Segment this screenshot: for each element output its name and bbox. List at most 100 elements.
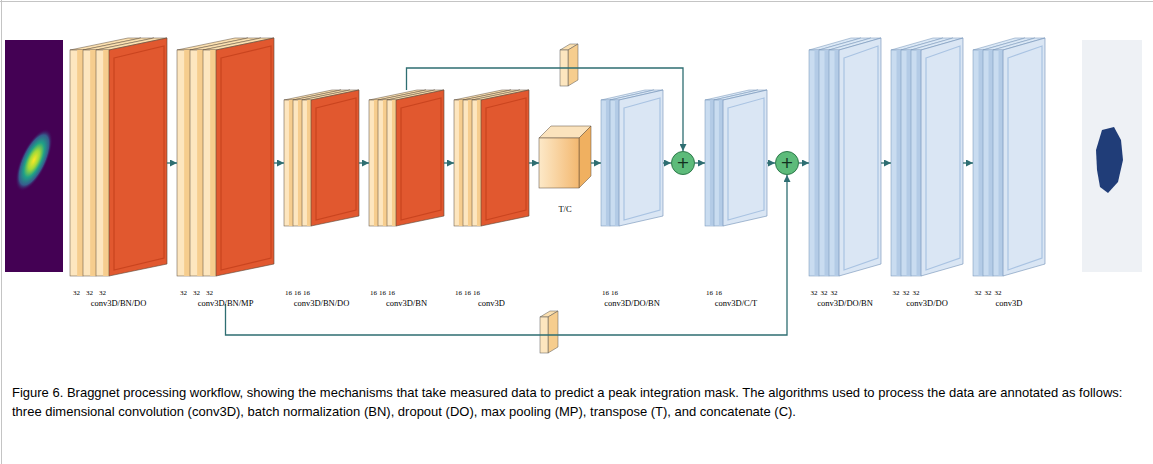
slab-inner-rim xyxy=(114,46,164,270)
slab-front xyxy=(302,100,311,226)
text-slot: 32 xyxy=(80,281,100,299)
layer-size: 32 xyxy=(975,289,982,297)
layer-size: 16 xyxy=(464,289,471,297)
slab-front xyxy=(829,50,839,276)
slab-inner-rim xyxy=(316,98,356,220)
frame-line xyxy=(1,0,2,464)
layer-node: 323232conv3D/BN/DO xyxy=(70,38,167,304)
layer-size: 32 xyxy=(821,289,828,297)
slab-front xyxy=(454,100,463,226)
slab-front xyxy=(96,50,109,276)
layer-size: 32 xyxy=(995,289,1002,297)
layer-size: 32 xyxy=(73,289,80,297)
layer-size: 16 xyxy=(303,289,310,297)
output-mask xyxy=(1082,40,1142,272)
slab-front xyxy=(463,100,472,226)
skip-tensor xyxy=(560,44,578,86)
slab-stripe xyxy=(210,50,216,276)
layer-block xyxy=(973,38,1045,276)
slab-front xyxy=(601,100,610,226)
flow-arrow xyxy=(799,162,809,163)
slab-side xyxy=(921,38,963,276)
slab-stripe xyxy=(710,100,714,226)
slab-front xyxy=(819,50,829,276)
figure-caption: Figure 6. Braggnet processing workflow, … xyxy=(12,383,1140,421)
slab-front xyxy=(369,100,378,226)
layer-size: 32 xyxy=(180,289,187,297)
slab-side xyxy=(619,90,663,226)
layer-block xyxy=(177,38,274,276)
slab-stripe xyxy=(615,100,619,226)
text-slot: conv3D/C/T xyxy=(705,292,767,310)
text-slot: conv3D/BN/DO xyxy=(70,292,167,310)
flow-arrow xyxy=(444,162,454,163)
slab-stripe xyxy=(468,100,472,226)
slab-stripe xyxy=(815,50,820,276)
frame-line xyxy=(0,1,1153,2)
flow-arrow xyxy=(529,162,539,163)
slab-stripe xyxy=(719,100,723,226)
slab-side xyxy=(723,90,767,226)
layer-size: 16 xyxy=(379,289,386,297)
operation-label: conv3D/DO/BN xyxy=(817,298,873,308)
slab-front xyxy=(714,100,723,226)
operation-label: conv3D xyxy=(478,298,505,308)
operation-label: T/C xyxy=(558,204,571,214)
slab-stripe xyxy=(897,50,902,276)
layer-size: 32 xyxy=(206,289,213,297)
layer-node: 1616conv3D/DO/BN xyxy=(601,90,663,304)
slab-stripe xyxy=(383,100,387,226)
slab-front xyxy=(891,50,901,276)
layer-size: 32 xyxy=(193,289,200,297)
slab-stripe xyxy=(989,50,994,276)
layer-size: 16 xyxy=(706,289,713,297)
layer-node: 161616conv3D xyxy=(454,90,529,304)
slab-stripe xyxy=(825,50,830,276)
layer-size: 16 xyxy=(294,289,301,297)
flow-arrow xyxy=(963,162,973,163)
text-slot: conv3D/DO/BN xyxy=(601,292,663,310)
flow-arrow xyxy=(591,162,601,163)
layer-blocks xyxy=(70,38,1045,276)
layer-block xyxy=(284,90,359,226)
slab-front xyxy=(911,50,921,276)
slab-front xyxy=(973,50,983,276)
layer-block xyxy=(809,38,881,276)
slab-front xyxy=(83,50,96,276)
layer-node: 323232conv3D/DO/BN xyxy=(809,38,881,304)
slab-inner-rim xyxy=(728,98,764,220)
layer-node: 323232conv3D xyxy=(973,38,1045,304)
layer-block xyxy=(70,38,167,276)
layer-size: 16 xyxy=(285,289,292,297)
text-slot: conv3D xyxy=(973,292,1045,310)
flow-arrow xyxy=(226,175,788,335)
slab-stripe xyxy=(907,50,912,276)
layer-block xyxy=(369,90,444,226)
slab-front xyxy=(610,100,619,226)
layer-block xyxy=(601,90,663,226)
slab-front xyxy=(284,100,293,226)
slab-front xyxy=(705,100,714,226)
transpose-cube xyxy=(539,126,591,188)
slab-side xyxy=(839,38,881,276)
slab-stripe xyxy=(374,100,378,226)
sum-node: + xyxy=(775,151,799,175)
caption-text: Figure 6. Braggnet processing workflow, … xyxy=(12,385,1122,419)
skip-tensor xyxy=(540,311,558,353)
layer-size: 16 xyxy=(611,289,618,297)
text-slot: 32 xyxy=(67,281,87,299)
slab-front xyxy=(983,50,993,276)
operation-label: conv3D/BN/MP xyxy=(198,298,254,308)
cube-front xyxy=(539,138,579,188)
layer-node: 161616conv3D/BN xyxy=(369,90,444,304)
slab-side xyxy=(481,90,529,226)
layer-size: 32 xyxy=(831,289,838,297)
operation-label: conv3D/DO xyxy=(906,298,948,308)
slab-stripe xyxy=(197,50,203,276)
slab-stripe xyxy=(90,50,96,276)
operation-label: conv3D/BN/DO xyxy=(91,298,147,308)
slab-stripe xyxy=(307,100,311,226)
slab-stripe xyxy=(184,50,190,276)
layer-size: 32 xyxy=(985,289,992,297)
operation-label: conv3D/C/T xyxy=(715,298,758,308)
